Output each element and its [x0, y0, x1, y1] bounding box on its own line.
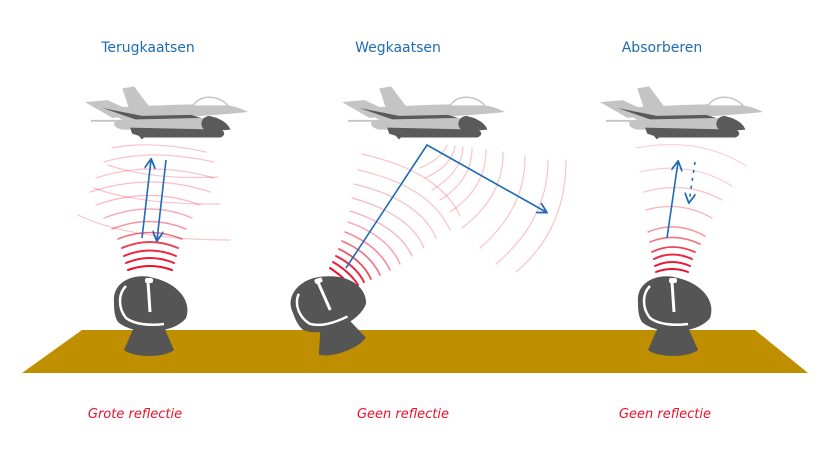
fighter-jet-icon	[599, 85, 764, 140]
fighter-jet-icon	[341, 85, 506, 140]
radar-ray	[141, 160, 167, 240]
radar-ray	[666, 162, 695, 239]
panel-title-absorberen: Absorberen	[622, 40, 703, 56]
panel-wegkaatsen: Wegkaatsen	[282, 40, 567, 422]
radio-wave-icon	[329, 144, 567, 289]
result-label-terugkaatsen: Grote reflectie	[88, 407, 182, 422]
panel-absorberen: Absorberen Geen reflectie	[599, 40, 764, 422]
panel-title-wegkaatsen: Wegkaatsen	[355, 40, 441, 56]
radio-wave-icon	[635, 143, 747, 273]
result-label-wegkaatsen: Geen reflectie	[357, 407, 449, 422]
panel-title-terugkaatsen: Terugkaatsen	[100, 40, 195, 56]
radar-ray	[345, 143, 546, 269]
fighter-jet-icon	[84, 85, 249, 140]
result-label-absorberen: Geen reflectie	[619, 407, 711, 422]
panel-terugkaatsen: Terugkaatsen Grote reflectie	[77, 40, 249, 422]
ground-plane	[22, 330, 808, 373]
radio-wave-icon	[77, 144, 231, 271]
